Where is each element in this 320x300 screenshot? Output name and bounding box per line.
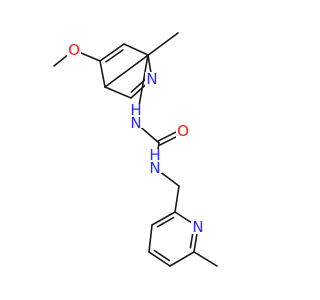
atom-label-n10: HN [129,101,143,132]
atom-mask-n13 [148,149,162,173]
atom-text-n20: N [192,218,203,236]
bond-c15-c16 [151,211,176,226]
bond-c6-c1 [123,43,149,56]
atom-label-n5: N [145,70,159,88]
bond-c3-c4 [104,86,132,99]
atom-text-n5: N [146,70,157,88]
atom-label-n20: N [191,218,205,236]
atom-mask-o12 [176,124,190,138]
bond-c14-c15 [174,185,180,213]
atom-text-o8: O [68,41,80,59]
atom-text-n13-1: N [149,159,160,177]
bond-c17-c18 [148,251,171,267]
bond-c18-c19 [169,251,195,267]
atom-text-n10-0: H [130,101,141,119]
atom-label-n13: HN [148,146,162,177]
atom-mask-n10 [129,104,143,128]
atom-text-o12: O [177,122,189,140]
bond-c17-c18-inner [153,249,170,262]
bond-c1-c2 [99,43,125,62]
atom-text-n10-1: N [130,114,141,132]
bond-c1-c2-inner [105,49,124,63]
atom-mask-o8 [67,43,81,57]
atom-label-o8: O [67,41,81,59]
bond-c3-c7 [104,32,179,88]
atom-mask-n5 [145,72,159,86]
atom-text-n13-0: H [149,146,160,164]
bond-c2-c3 [99,60,106,88]
bond-c15-c16-inner [156,216,175,228]
atom-label-o12: O [176,122,190,140]
bond-c19-c21 [193,251,218,267]
bond-c16-c17 [148,224,153,253]
atom-mask-n20 [191,220,205,234]
